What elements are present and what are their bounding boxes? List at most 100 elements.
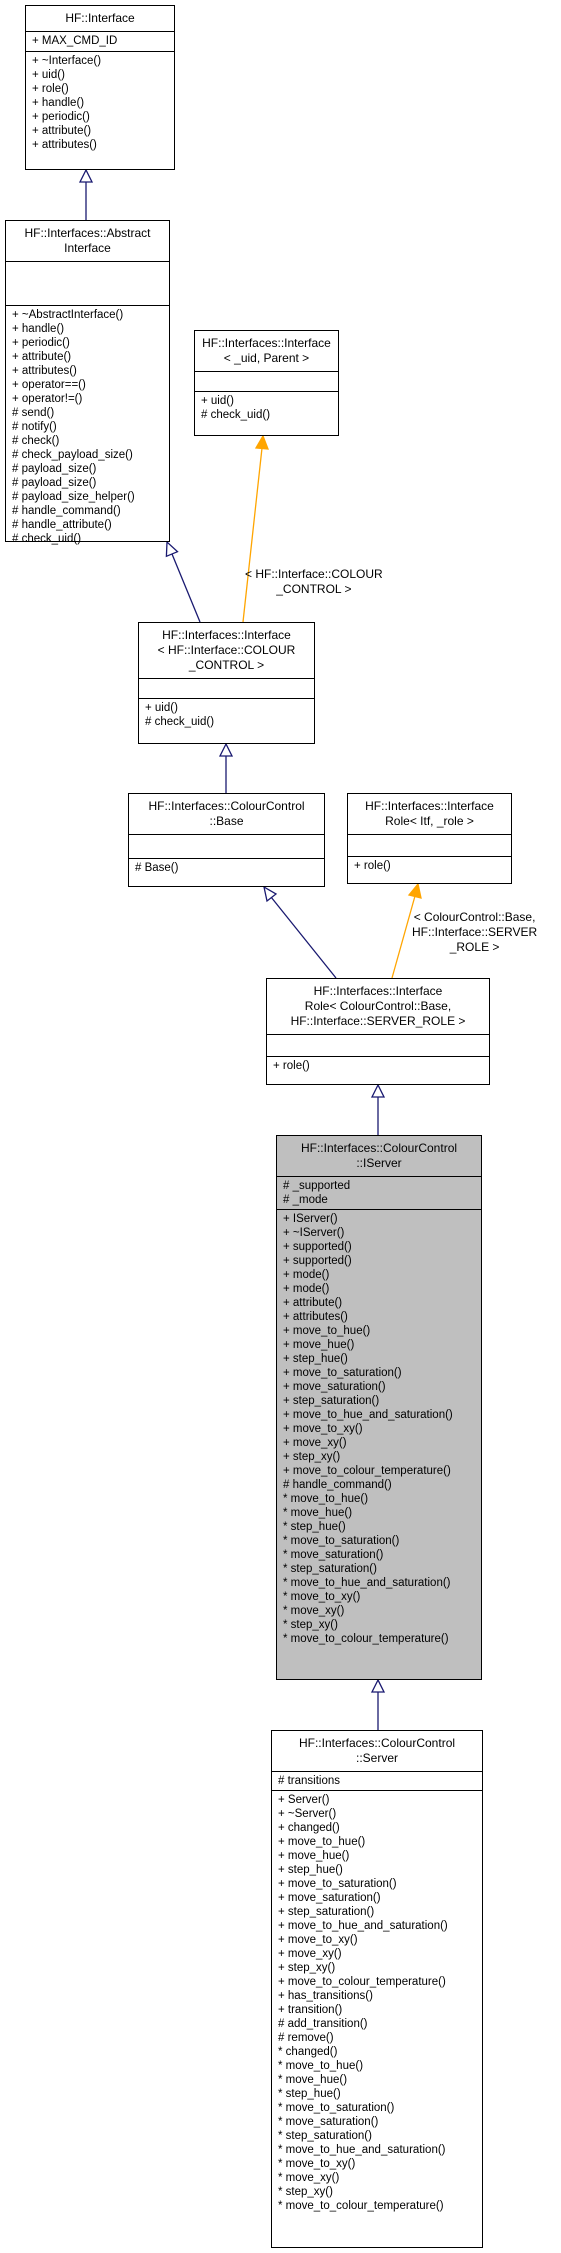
member-item[interactable]: * move_to_colour_temperature()	[283, 1633, 449, 1645]
member-item[interactable]: # check_uid()	[12, 533, 82, 545]
member-item[interactable]: + move_hue()	[278, 1850, 350, 1862]
member-item[interactable]: + move_to_hue_and_saturation()	[283, 1409, 453, 1421]
member-item[interactable]: + move_to_colour_temperature()	[283, 1465, 451, 1477]
member-item[interactable]: # handle_command()	[12, 505, 121, 517]
member-item[interactable]: * move_to_hue()	[283, 1493, 369, 1505]
member-item[interactable]: + operator==()	[12, 379, 86, 391]
member-item[interactable]: * move_to_xy()	[283, 1591, 361, 1603]
member-item[interactable]: + uid()	[32, 69, 65, 81]
member-item[interactable]: # _supported	[283, 1180, 351, 1192]
member-item[interactable]: + attributes()	[283, 1311, 348, 1323]
member-item[interactable]: * changed()	[278, 2046, 338, 2058]
class-hf-interface[interactable]: HF::Interface + MAX_CMD_ID + ~Interface(…	[25, 5, 175, 170]
member-item[interactable]: + step_hue()	[283, 1353, 348, 1365]
member-item[interactable]: + attributes()	[12, 365, 77, 377]
member-item[interactable]: + role()	[273, 1060, 310, 1072]
member-item[interactable]: + attribute()	[283, 1297, 343, 1309]
member-item[interactable]: * step_xy()	[283, 1619, 338, 1631]
member-item[interactable]: * move_hue()	[283, 1507, 353, 1519]
member-item[interactable]: + ~Interface()	[32, 55, 102, 67]
member-item[interactable]: + mode()	[283, 1283, 330, 1295]
member-item[interactable]: # payload_size()	[12, 477, 97, 489]
member-item[interactable]: + IServer()	[283, 1213, 338, 1225]
member-item[interactable]: + move_to_colour_temperature()	[278, 1976, 446, 1988]
member-item[interactable]: + step_saturation()	[278, 1906, 375, 1918]
member-item[interactable]: * move_to_hue_and_saturation()	[283, 1577, 451, 1589]
member-item[interactable]: + attributes()	[32, 139, 97, 151]
class-colourcontrol-iserver[interactable]: HF::Interfaces::ColourControl::IServer #…	[276, 1135, 482, 1680]
member-item[interactable]: * step_hue()	[283, 1521, 346, 1533]
member-item[interactable]: + step_saturation()	[283, 1395, 380, 1407]
member-item[interactable]: * move_to_hue()	[278, 2060, 364, 2072]
member-item[interactable]: * move_to_colour_temperature()	[278, 2200, 444, 2212]
member-item[interactable]: + step_hue()	[278, 1864, 343, 1876]
member-item[interactable]: + periodic()	[32, 111, 90, 123]
member-item[interactable]: + step_xy()	[283, 1451, 341, 1463]
member-item[interactable]: # handle_command()	[283, 1479, 392, 1491]
member-item[interactable]: + ~Server()	[278, 1808, 337, 1820]
member-item[interactable]: # check_uid()	[145, 716, 215, 728]
member-item[interactable]: + operator!=()	[12, 393, 83, 405]
member-item[interactable]: + handle()	[32, 97, 85, 109]
member-item[interactable]: * move_to_saturation()	[278, 2102, 395, 2114]
member-item[interactable]: * step_saturation()	[283, 1563, 377, 1575]
member-item[interactable]: + move_to_xy()	[283, 1423, 363, 1435]
member-item[interactable]: + role()	[354, 860, 391, 872]
member-item[interactable]: # add_transition()	[278, 2018, 368, 2030]
member-item[interactable]: + move_xy()	[283, 1437, 347, 1449]
member-item[interactable]: + move_to_xy()	[278, 1934, 358, 1946]
member-item[interactable]: + move_to_saturation()	[278, 1878, 397, 1890]
member-item[interactable]: # Base()	[135, 862, 179, 874]
class-colourcontrol-base[interactable]: HF::Interfaces::ColourControl::Base # Ba…	[128, 793, 325, 887]
member-item[interactable]: # transitions	[278, 1775, 341, 1787]
member-item[interactable]: # check()	[12, 435, 60, 447]
member-item[interactable]: + Server()	[278, 1794, 330, 1806]
member-item[interactable]: # payload_size()	[12, 463, 97, 475]
class-interface-template[interactable]: HF::Interfaces::Interface< _uid, Parent …	[194, 330, 339, 436]
member-item[interactable]: + uid()	[201, 395, 234, 407]
member-item[interactable]: * step_xy()	[278, 2186, 333, 2198]
member-item[interactable]: * move_hue()	[278, 2074, 348, 2086]
member-item[interactable]: + move_saturation()	[278, 1892, 381, 1904]
member-item[interactable]: # check_payload_size()	[12, 449, 133, 461]
member-item[interactable]: + attribute()	[32, 125, 92, 137]
member-item[interactable]: # _mode	[283, 1194, 328, 1206]
member-item[interactable]: + changed()	[278, 1822, 340, 1834]
member-item[interactable]: + ~AbstractInterface()	[12, 309, 124, 321]
member-item[interactable]: # payload_size_helper()	[12, 491, 135, 503]
member-item[interactable]: + transition()	[278, 2004, 343, 2016]
member-item[interactable]: # check_uid()	[201, 409, 271, 421]
member-item[interactable]: * step_saturation()	[278, 2130, 372, 2142]
member-item[interactable]: + attribute()	[12, 351, 72, 363]
member-item[interactable]: + move_xy()	[278, 1948, 342, 1960]
member-item[interactable]: * move_xy()	[278, 2172, 340, 2184]
member-item[interactable]: * move_to_saturation()	[283, 1535, 400, 1547]
member-item[interactable]: # notify()	[12, 421, 57, 433]
member-item[interactable]: + supported()	[283, 1241, 352, 1253]
member-item[interactable]: + move_to_saturation()	[283, 1367, 402, 1379]
member-item[interactable]: # handle_attribute()	[12, 519, 112, 531]
member-item[interactable]: + move_hue()	[283, 1339, 355, 1351]
member-item[interactable]: + has_transitions()	[278, 1990, 373, 2002]
member-item[interactable]: + move_to_hue()	[283, 1325, 371, 1337]
member-item[interactable]: + move_saturation()	[283, 1381, 386, 1393]
member-item[interactable]: * move_saturation()	[278, 2116, 379, 2128]
member-item[interactable]: * step_hue()	[278, 2088, 341, 2100]
class-colourcontrol-server[interactable]: HF::Interfaces::ColourControl::Server # …	[271, 1730, 483, 2248]
member-item[interactable]: + uid()	[145, 702, 178, 714]
member-item[interactable]: # remove()	[278, 2032, 334, 2044]
member-item[interactable]: + supported()	[283, 1255, 352, 1267]
member-item[interactable]: + handle()	[12, 323, 65, 335]
member-item[interactable]: + periodic()	[12, 337, 70, 349]
member-item[interactable]: * move_saturation()	[283, 1549, 384, 1561]
member-item[interactable]: + move_to_hue()	[278, 1836, 366, 1848]
member-item[interactable]: + step_xy()	[278, 1962, 336, 1974]
member-item[interactable]: + role()	[32, 83, 69, 95]
member-item[interactable]: + MAX_CMD_ID	[32, 35, 118, 47]
member-item[interactable]: * move_to_xy()	[278, 2158, 356, 2170]
member-item[interactable]: * move_to_hue_and_saturation()	[278, 2144, 446, 2156]
member-item[interactable]: + ~IServer()	[283, 1227, 345, 1239]
